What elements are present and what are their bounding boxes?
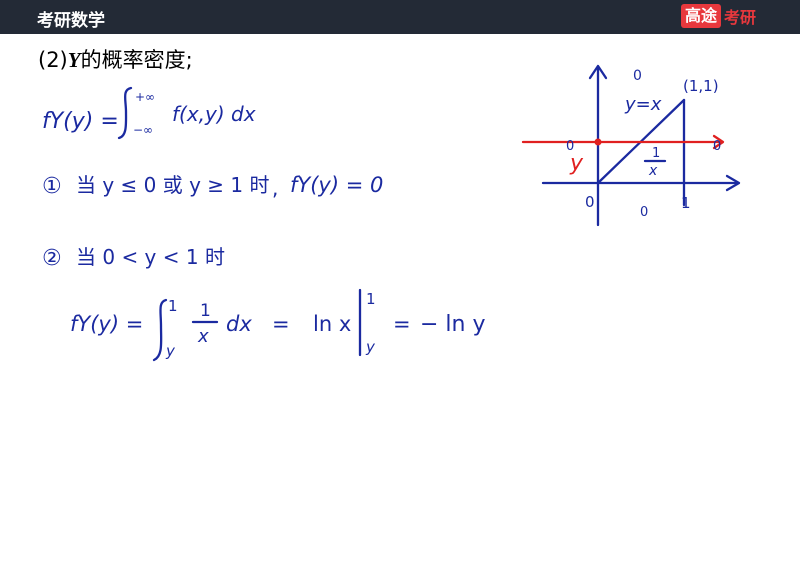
- graph-top-zero: 0: [633, 68, 642, 84]
- intercept-dot: [594, 138, 602, 146]
- computation-result: − ln y: [420, 312, 486, 337]
- computation-dx: dx: [226, 312, 252, 336]
- graph-origin-label: 0: [585, 193, 595, 211]
- eval-upper: 1: [366, 290, 376, 308]
- lower-limit: −∞: [133, 123, 153, 137]
- brand-logo: 高途 考研: [681, 4, 756, 28]
- computation-lower-limit: y: [165, 342, 176, 360]
- graph-density-den: x: [648, 163, 658, 179]
- question-heading: (2)Y的概率密度;: [38, 44, 193, 74]
- top-bar: 考研数学 高途 考研: [0, 0, 800, 34]
- question-text: 的概率密度;: [80, 48, 193, 72]
- fraction-denominator: x: [197, 326, 209, 347]
- formula-definition: fY(y) = +∞ −∞ f(x,y) dx: [42, 86, 256, 140]
- case-two-marker: ②: [42, 246, 62, 271]
- question-variable: Y: [67, 48, 81, 72]
- question-label: (2): [38, 48, 68, 72]
- case-two: ② 当 0 < y < 1 时: [42, 245, 225, 271]
- computation-equals-2: =: [393, 312, 411, 336]
- graph-density-num: 1: [652, 146, 660, 161]
- eval-lower: y: [365, 338, 376, 356]
- region-graph: 0 (1,1) y=x 1 x 0 y 0 0 1 0: [521, 64, 741, 227]
- graph-point-label: (1,1): [683, 77, 719, 95]
- upper-limit: +∞: [135, 90, 155, 104]
- cut-line-arrow: [712, 134, 725, 150]
- integral-sign-2: [152, 298, 168, 362]
- computation-equals-1: =: [272, 312, 290, 336]
- graph-left-zero: 0: [566, 139, 574, 154]
- computation-upper-limit: 1: [168, 297, 178, 315]
- course-title: 考研数学: [37, 11, 105, 31]
- graph-bottom-zero: 0: [640, 205, 648, 220]
- case-one-condition: 当 y ≤ 0 或 y ≥ 1 时: [76, 173, 270, 197]
- case-one-marker: ①: [42, 174, 62, 199]
- case-one-result: fY(y) = 0: [290, 173, 383, 197]
- case-one: ① 当 y ≤ 0 或 y ≥ 1 时 , fY(y) = 0: [42, 173, 383, 200]
- graph-y-label: y: [569, 151, 584, 176]
- fraction-numerator: 1: [200, 301, 211, 321]
- graph-right-zero: 0: [713, 139, 721, 154]
- definition-integrand: f(x,y) dx: [172, 102, 256, 126]
- graph-line-label: y=x: [624, 94, 662, 115]
- integral-sign: [117, 86, 133, 140]
- case-one-separator: ,: [272, 176, 278, 200]
- case-two-condition: 当 0 < y < 1 时: [76, 245, 225, 269]
- density-computation: fY(y) = 1 y 1 x dx = ln x 1 y = − ln y: [70, 288, 486, 362]
- graph-x-one: 1: [681, 194, 691, 212]
- brand-mark: 高途: [681, 4, 722, 28]
- antiderivative: ln x: [313, 312, 351, 336]
- definition-lhs: fY(y) =: [42, 109, 119, 134]
- y-axis-arrow: [588, 64, 608, 80]
- brand-text: 考研: [724, 8, 757, 27]
- computation-lhs: fY(y) =: [70, 312, 143, 336]
- x-axis-arrow: [725, 174, 741, 192]
